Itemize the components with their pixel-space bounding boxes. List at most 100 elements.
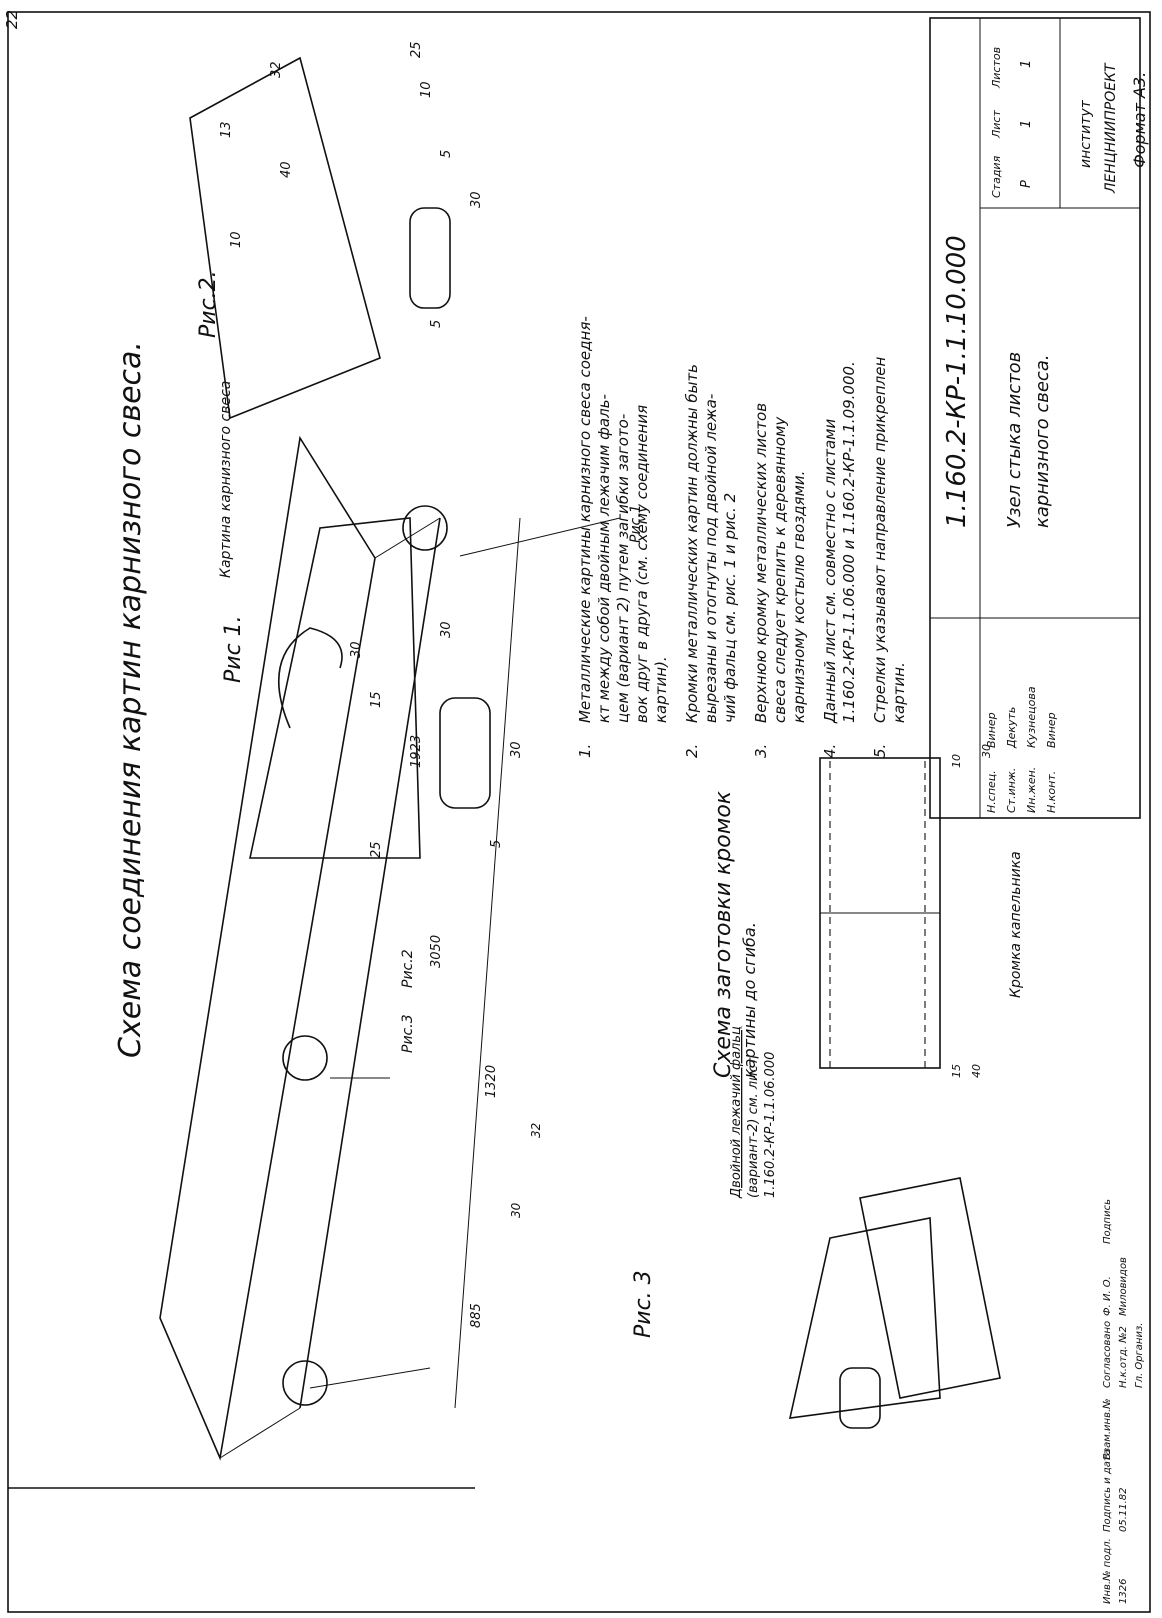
plan-callout-fig2: Рис.2 <box>400 949 416 988</box>
stamp-role: Н.конт. <box>1045 771 1058 813</box>
stamp-institute-1: институт <box>1078 99 1094 168</box>
stamp-name-1: Узел стыка листов <box>1004 352 1025 528</box>
fig3-note-3: 1.160.2-КР-1.1.06.000 <box>763 1052 778 1198</box>
stamp-role: Ст.инж. <box>1005 768 1018 813</box>
fig2-dim-40: 40 <box>279 161 294 178</box>
side-stamp-cell: Миловидов <box>1118 1257 1129 1316</box>
fig2-dim-d8: 5 <box>429 320 444 328</box>
note-line: Металлические картины карнизного свеса с… <box>576 316 594 723</box>
scheme-edge-label: Кромка капельника <box>1008 851 1024 998</box>
scheme-dim-top2: 30 <box>980 744 993 758</box>
stamp-institute-2: ЛЕНЦНИИПРОЕКТ <box>1103 62 1119 194</box>
note-line: Кромки металлических картин должны быть <box>683 364 701 723</box>
fig1-dim-d1: 30 <box>349 641 364 658</box>
side-stamp-cell: Подпись <box>1102 1199 1113 1244</box>
note-number: 3. <box>752 744 770 758</box>
scheme-title-2: картины до сгиба. <box>740 922 759 1078</box>
side-stamp-cell: 05.11.82 <box>1118 1487 1129 1532</box>
note-number: 2. <box>683 744 701 758</box>
note-line: Стрелки указывают направление прикреплен <box>871 357 889 723</box>
stamp-stage-header: Стадия <box>990 155 1003 198</box>
plan-sheet <box>159 435 376 1461</box>
plan-dim-d: 32 <box>529 1123 543 1138</box>
fig3-sheet-a <box>788 1217 941 1419</box>
fig2-leader <box>309 1367 431 1389</box>
stamp-stage: Р <box>1019 180 1034 188</box>
note-line: свеса следует крепить к деревянному <box>771 416 789 723</box>
fig3-note-2: (вариант-2) см. лист <box>746 1057 761 1198</box>
note-line: Верхнюю кромку металлических листов <box>752 403 770 723</box>
figure-2: Рис.2. 25 32 40 30 13 10 5 5 10 <box>189 41 484 420</box>
stamp-role: Н.спец. <box>985 770 998 813</box>
plan-circle-fig1 <box>402 505 448 551</box>
plan-circle-fig2 <box>282 1360 328 1406</box>
stamp-name-2: карнизного свеса. <box>1032 354 1053 528</box>
drawing-title: Схема соединения картин карнизного свеса… <box>113 341 148 1058</box>
fig2-dim-d6: 5 <box>439 150 454 158</box>
fig2-dim-32: 32 <box>269 61 284 78</box>
note-line: цем (вариант 2) путем загибки загото- <box>614 414 632 723</box>
fig3-caption: Рис. 3 <box>631 1270 656 1338</box>
plan-dim-total: 3050 <box>429 935 444 968</box>
note-line: чий фальц см. рис. 1 и рис. 2 <box>721 493 739 723</box>
note-number: 4. <box>821 744 839 758</box>
plan-sheet-label: Картина карнизного свеса <box>218 381 234 578</box>
fig1-dim-5: 5 <box>489 840 504 848</box>
note-line: вок друг в друга (см. схему соединения <box>633 405 651 723</box>
note-number: 1. <box>576 744 594 758</box>
scheme-dim-top: 10 <box>950 754 963 768</box>
plan-edge <box>219 1407 301 1459</box>
note-line: Данный лист см. совместно с листами <box>821 419 839 724</box>
note-line: картин). <box>652 656 670 723</box>
plan-dim-c: 885 <box>469 1303 484 1328</box>
stamp-person: Декуть <box>1005 707 1018 749</box>
stamp-frame <box>929 17 1141 819</box>
fig1-torn-edge <box>278 627 343 729</box>
format-label: Формат А3. <box>1130 72 1149 168</box>
plan-callout-fig3: Рис.3 <box>400 1014 416 1053</box>
side-stamp-cell: Ф. И. О. <box>1102 1276 1113 1316</box>
fig2-dim-10: 10 <box>419 81 434 98</box>
fig1-leader <box>459 517 621 557</box>
fig3-note-1: Двойной лежачий фальц <box>729 1026 744 1199</box>
title-block: 1.160.2-КР-1.1.10.000 Узел стыка листов … <box>929 17 1141 819</box>
note-line: 1.160.2-КР-1.1.06.000 и 1.160.2-КР-1.1.0… <box>840 361 858 723</box>
stamp-sheet-header: Лист <box>990 110 1003 139</box>
fig3-seam <box>839 1367 881 1429</box>
stamp-person: Кузнецова <box>1025 686 1038 748</box>
stamp-person: Винер <box>1045 712 1058 748</box>
fig2-seam <box>409 207 451 309</box>
stamp-sheets: 1 <box>1019 60 1034 68</box>
side-stamp-cell: Инв.№ подл. <box>1102 1538 1113 1604</box>
note-line: картин. <box>890 662 908 723</box>
stamp-designation: 1.160.2-КР-1.1.10.000 <box>942 235 972 528</box>
note-line: кт между собой двойным лежачим фаль- <box>595 394 613 723</box>
note-line: вырезаны и отогнуты под двойной лежа- <box>702 394 720 723</box>
side-stamp-cell: Подпись и дата <box>1102 1449 1113 1532</box>
fig1-seam <box>439 697 491 809</box>
stamp-person: Винер <box>985 712 998 748</box>
fig2-body <box>189 56 381 420</box>
stamp-sheet: 1 <box>1019 120 1034 128</box>
fig2-dim-30: 30 <box>469 191 484 208</box>
plan-fold-line <box>299 517 441 1409</box>
edge-blank-scheme: Схема заготовки кромок картины до сгиба.… <box>711 744 1024 1078</box>
plan-dim-b: 1320 <box>484 1065 499 1098</box>
fig1-dim-15: 15 <box>369 691 384 708</box>
note-number: 5. <box>871 744 889 758</box>
scheme-dim-bottom2: 40 <box>970 1064 983 1078</box>
scheme-dim-bottom: 15 <box>950 1064 963 1078</box>
fig2-dim-d9: 10 <box>229 231 244 248</box>
notes-block: 1. Металлические картины карнизного свеса… <box>576 316 908 758</box>
side-stamp-cell: 1326 <box>1118 1579 1129 1604</box>
fig2-dim-13: 13 <box>219 121 234 138</box>
sheet-frame <box>7 11 1151 1613</box>
scheme-title-1: Схема заготовки кромок <box>711 790 736 1078</box>
side-stamp-cell: Взам.инв.№ <box>1102 1398 1113 1460</box>
figure-1: Рис 1. 30 5 15 30 30 25 <box>221 517 524 859</box>
fig1-dim-30: 30 <box>509 741 524 758</box>
